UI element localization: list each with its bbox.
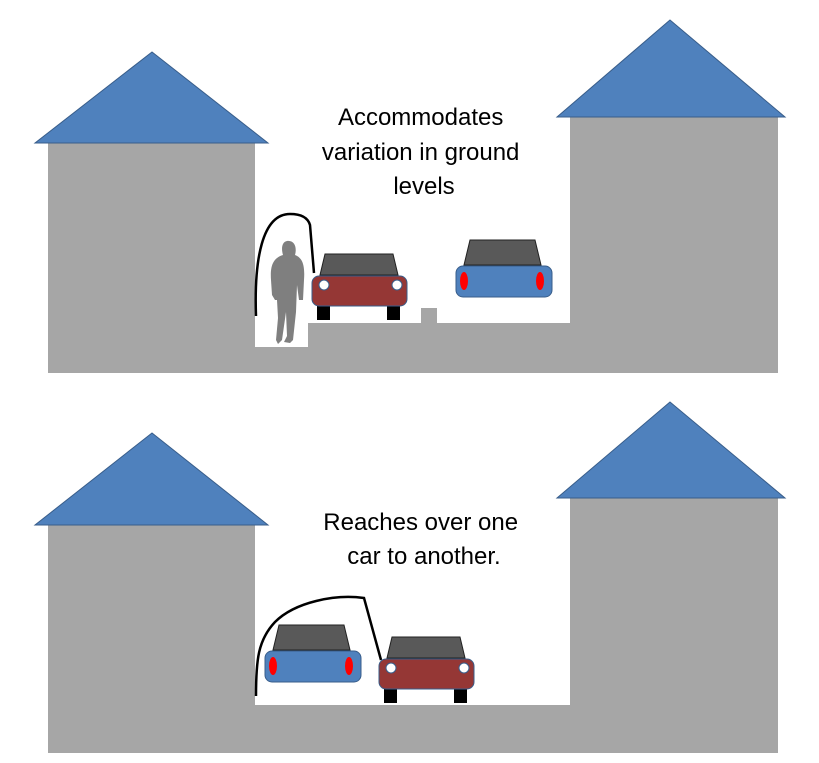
ground bbox=[48, 705, 778, 753]
right-house-roof bbox=[555, 401, 787, 499]
blue-car bbox=[455, 239, 553, 298]
scene-bottom: Reaches over one car to another. bbox=[33, 401, 787, 753]
scene-top: Accommodates variation in ground levels bbox=[33, 19, 787, 373]
charging-cable bbox=[254, 595, 383, 697]
right-house-roof bbox=[555, 19, 787, 118]
red-car bbox=[378, 636, 475, 704]
left-house-roof bbox=[33, 432, 270, 526]
charging-cable bbox=[254, 212, 316, 317]
left-house bbox=[48, 143, 255, 373]
low-ground bbox=[48, 347, 778, 373]
caption-bottom: Reaches over one car to another. bbox=[323, 509, 524, 570]
kerb-bump bbox=[421, 308, 437, 324]
blue-car bbox=[264, 624, 362, 683]
right-house bbox=[570, 117, 778, 327]
caption-top: Accommodates variation in ground levels bbox=[322, 104, 526, 200]
red-car bbox=[311, 253, 408, 321]
right-house bbox=[570, 498, 778, 708]
person-icon bbox=[270, 240, 305, 344]
left-house-roof bbox=[33, 51, 270, 144]
